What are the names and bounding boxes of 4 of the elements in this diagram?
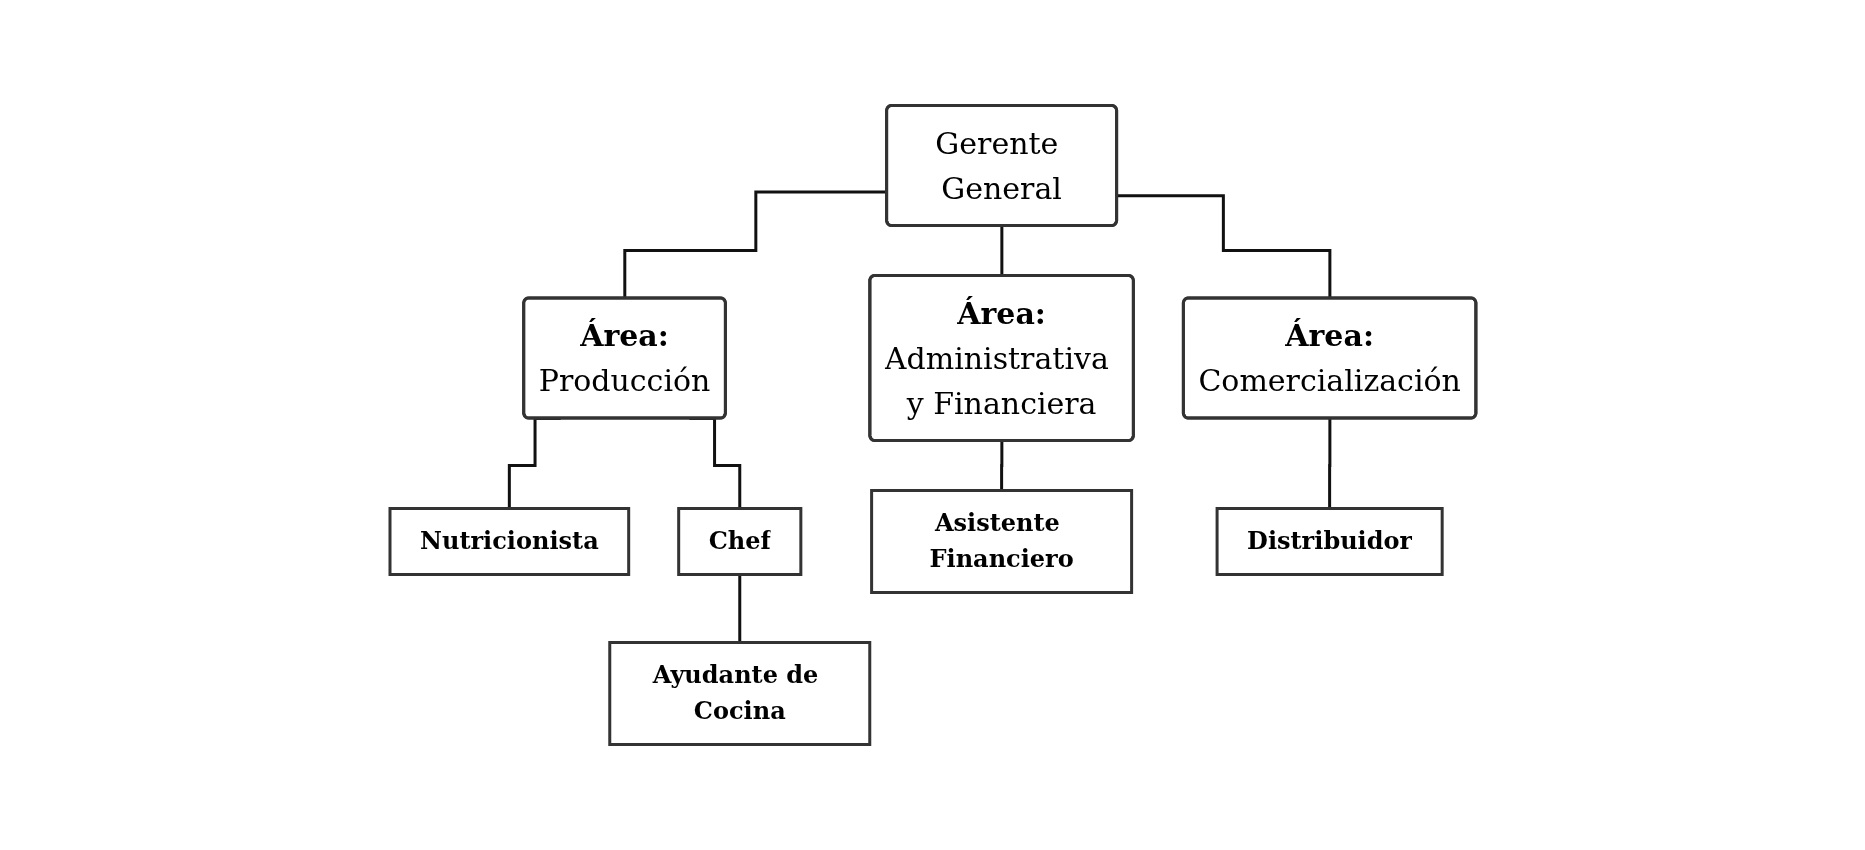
- node-box: Nutricionista: [388, 507, 630, 576]
- node-box: Distribuidor: [1215, 507, 1444, 576]
- node-box: Asistente Financiero: [869, 489, 1133, 594]
- node-box: Ayudante de Cocina: [607, 641, 871, 746]
